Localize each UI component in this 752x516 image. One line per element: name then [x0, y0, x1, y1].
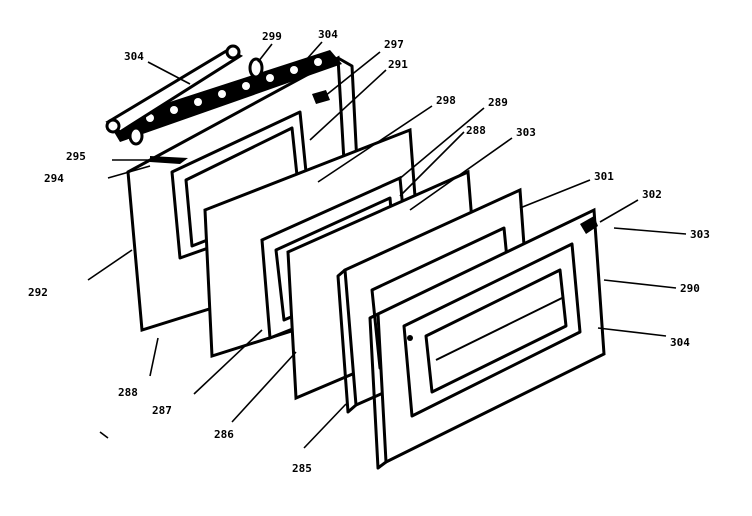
callout-302: 302 — [642, 188, 662, 201]
callout-labels: 304 299 304 297 291 298 289 288 303 295 … — [28, 28, 710, 475]
callout-304: 304 — [124, 50, 144, 63]
callout-290: 290 — [680, 282, 700, 295]
vent-strip — [108, 50, 342, 142]
callout-301: 301 — [594, 170, 614, 183]
callout-303: 303 — [516, 126, 536, 139]
callout-303: 303 — [690, 228, 710, 241]
outer-door-frame — [368, 207, 606, 470]
callout-291: 291 — [388, 58, 408, 71]
callout-288: 288 — [466, 124, 486, 137]
callout-285: 285 — [292, 462, 312, 475]
callout-288: 288 — [118, 386, 138, 399]
callout-297: 297 — [384, 38, 404, 51]
callout-304: 304 — [670, 336, 690, 349]
callout-292: 292 — [28, 286, 48, 299]
callout-287: 287 — [152, 404, 172, 417]
door-handle — [105, 44, 244, 134]
callout-286: 286 — [214, 428, 234, 441]
callout-304: 304 — [318, 28, 338, 41]
callout-299: 299 — [262, 30, 282, 43]
callout-295: 295 — [66, 150, 86, 163]
callout-294: 294 — [44, 172, 64, 185]
callout-298: 298 — [436, 94, 456, 107]
leader-lines — [87, 41, 687, 449]
callout-289: 289 — [488, 96, 508, 109]
screw-parts — [128, 57, 330, 164]
